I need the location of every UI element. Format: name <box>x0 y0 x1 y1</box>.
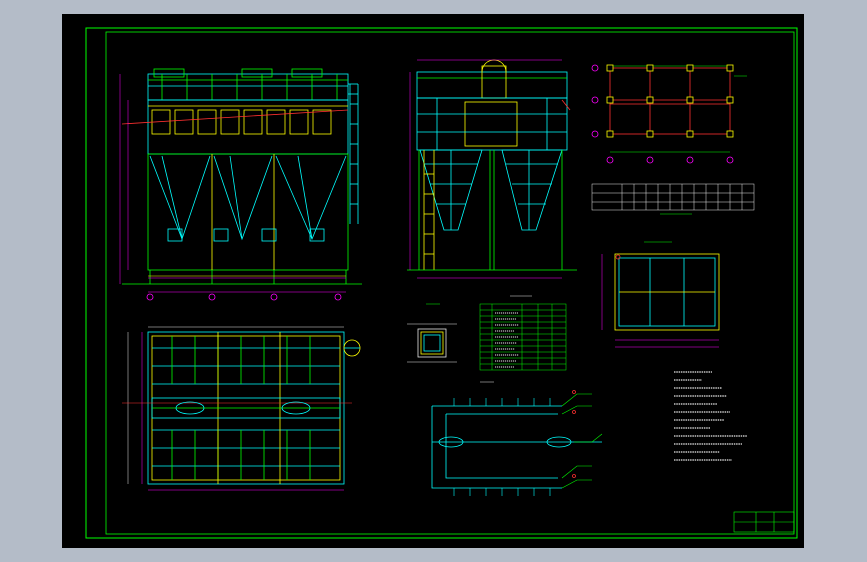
drawing-outer-border <box>85 27 798 539</box>
notes-block <box>674 371 747 461</box>
front-elevation-view <box>119 68 362 301</box>
title-block <box>733 511 795 533</box>
parts-list-table <box>479 295 567 371</box>
drawing-inner-border <box>105 31 795 535</box>
detail-plan <box>601 241 720 348</box>
piping-schematic <box>431 381 603 496</box>
column-layout-plan <box>591 64 747 164</box>
load-table <box>591 183 755 215</box>
plan-view <box>122 326 361 491</box>
section-detail <box>407 303 457 363</box>
side-elevation-view <box>407 59 577 279</box>
cad-drawing <box>85 27 798 539</box>
cad-viewport[interactable] <box>62 14 804 548</box>
